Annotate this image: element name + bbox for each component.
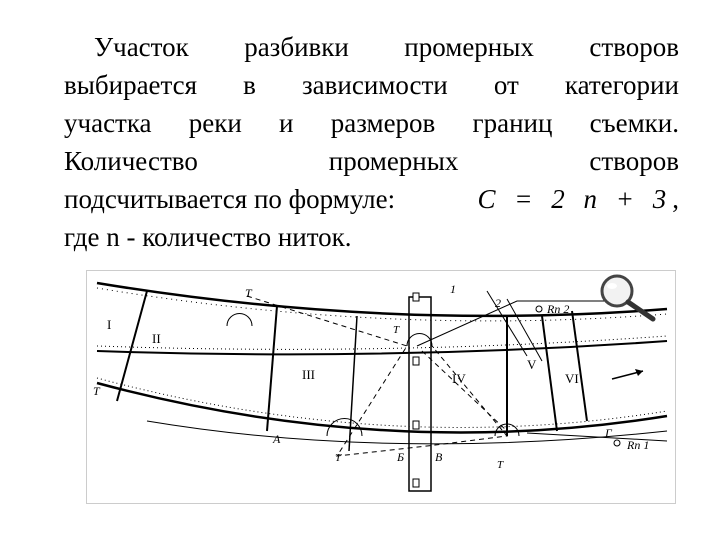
point-label: В bbox=[435, 450, 443, 464]
section-label: IV bbox=[452, 371, 466, 386]
top-bank-line bbox=[96, 281, 668, 318]
paragraph-line-5: подсчитывается по формуле: C = 2 n + 3, bbox=[64, 180, 679, 218]
benchmark-marker bbox=[613, 439, 621, 447]
angle-arc bbox=[226, 313, 253, 327]
word: Участок bbox=[94, 32, 189, 62]
magnifier-icon bbox=[600, 274, 656, 322]
upper-water-hatch bbox=[96, 335, 668, 350]
formula-explanation: где n - количество ниток. bbox=[64, 222, 352, 252]
formula: C = 2 n + 3 bbox=[477, 184, 673, 214]
bearing-line bbox=[506, 298, 543, 362]
cross-line bbox=[348, 315, 358, 452]
paragraph: Участок разбивки промерных створов выбир… bbox=[64, 28, 679, 256]
point-label: A bbox=[272, 432, 281, 446]
section-label: III bbox=[302, 367, 315, 382]
point-label: T bbox=[245, 286, 253, 300]
cross-line bbox=[541, 315, 558, 432]
word: выбирается bbox=[64, 70, 198, 100]
word: границ bbox=[472, 108, 553, 138]
word: от bbox=[493, 70, 519, 100]
triangulation-lines bbox=[246, 295, 508, 457]
lower-bank-line bbox=[96, 381, 668, 434]
cross-line bbox=[116, 290, 148, 402]
point-label: T bbox=[497, 459, 504, 471]
word: створов bbox=[589, 146, 679, 176]
word: участка bbox=[64, 108, 152, 138]
word: категории bbox=[564, 70, 679, 100]
baseline-marker bbox=[412, 356, 420, 366]
benchmark-label: Rп 2 bbox=[546, 302, 569, 316]
top-bank-hatch bbox=[96, 287, 668, 322]
word: створов bbox=[589, 32, 679, 62]
mark-label: 2 bbox=[495, 296, 501, 310]
point-label: Г bbox=[604, 426, 613, 440]
punctuation: , bbox=[672, 184, 679, 214]
word: в bbox=[243, 70, 256, 100]
word: разбивки bbox=[244, 32, 349, 62]
word: и bbox=[279, 108, 294, 138]
paragraph-line-4: Количество промерных створов bbox=[64, 142, 679, 180]
word: съемки. bbox=[589, 108, 679, 138]
baseline-marker bbox=[412, 292, 420, 302]
river-survey-diagram: I II III IV V VI T T T T T A Б В Г 1 2 R… bbox=[86, 270, 676, 504]
bearing-line bbox=[416, 300, 607, 347]
lower-base-line bbox=[146, 420, 668, 445]
point-label: T bbox=[335, 452, 342, 464]
angle-arc bbox=[326, 418, 363, 437]
formula-intro: подсчитывается по формуле: bbox=[64, 184, 396, 214]
cross-line bbox=[266, 305, 278, 432]
flow-arrow-icon bbox=[611, 369, 644, 380]
diagram-svg: I II III IV V VI T T T T T A Б В Г 1 2 R… bbox=[93, 274, 668, 492]
paragraph-line-2: выбирается в зависимости от категории bbox=[64, 66, 679, 104]
section-label: V bbox=[527, 357, 537, 372]
point-label: T bbox=[393, 324, 400, 336]
baseline-marker bbox=[412, 420, 420, 430]
section-label: VI bbox=[565, 371, 579, 386]
word: Количество bbox=[64, 146, 198, 176]
word: зависимости bbox=[301, 70, 448, 100]
benchmark-label: Rп 1 bbox=[626, 438, 649, 452]
bearing-line bbox=[486, 290, 528, 357]
upper-water-edge bbox=[96, 340, 668, 356]
section-label: I bbox=[107, 317, 111, 332]
paragraph-line-3: участка реки и размеров границ съемки. bbox=[64, 104, 679, 142]
word: промерных bbox=[404, 32, 534, 62]
triangulation-lines bbox=[421, 350, 508, 432]
word: реки bbox=[188, 108, 242, 138]
word: промерных bbox=[328, 146, 459, 176]
benchmark-marker bbox=[535, 305, 543, 313]
angle-arc bbox=[494, 423, 520, 437]
angle-arc bbox=[406, 333, 433, 347]
paragraph-line-6: где n - количество ниток. bbox=[64, 218, 679, 256]
point-label: Б bbox=[396, 450, 404, 464]
cross-line bbox=[571, 310, 588, 422]
mark-label: 1 bbox=[450, 282, 456, 296]
section-label: II bbox=[152, 331, 161, 346]
paragraph-line-1: Участок разбивки промерных створов bbox=[64, 28, 679, 66]
vertical-baseline bbox=[408, 296, 432, 492]
baseline-marker bbox=[412, 478, 420, 488]
point-label: T bbox=[93, 384, 101, 398]
bearing-line bbox=[526, 432, 668, 442]
word: размеров bbox=[330, 108, 436, 138]
